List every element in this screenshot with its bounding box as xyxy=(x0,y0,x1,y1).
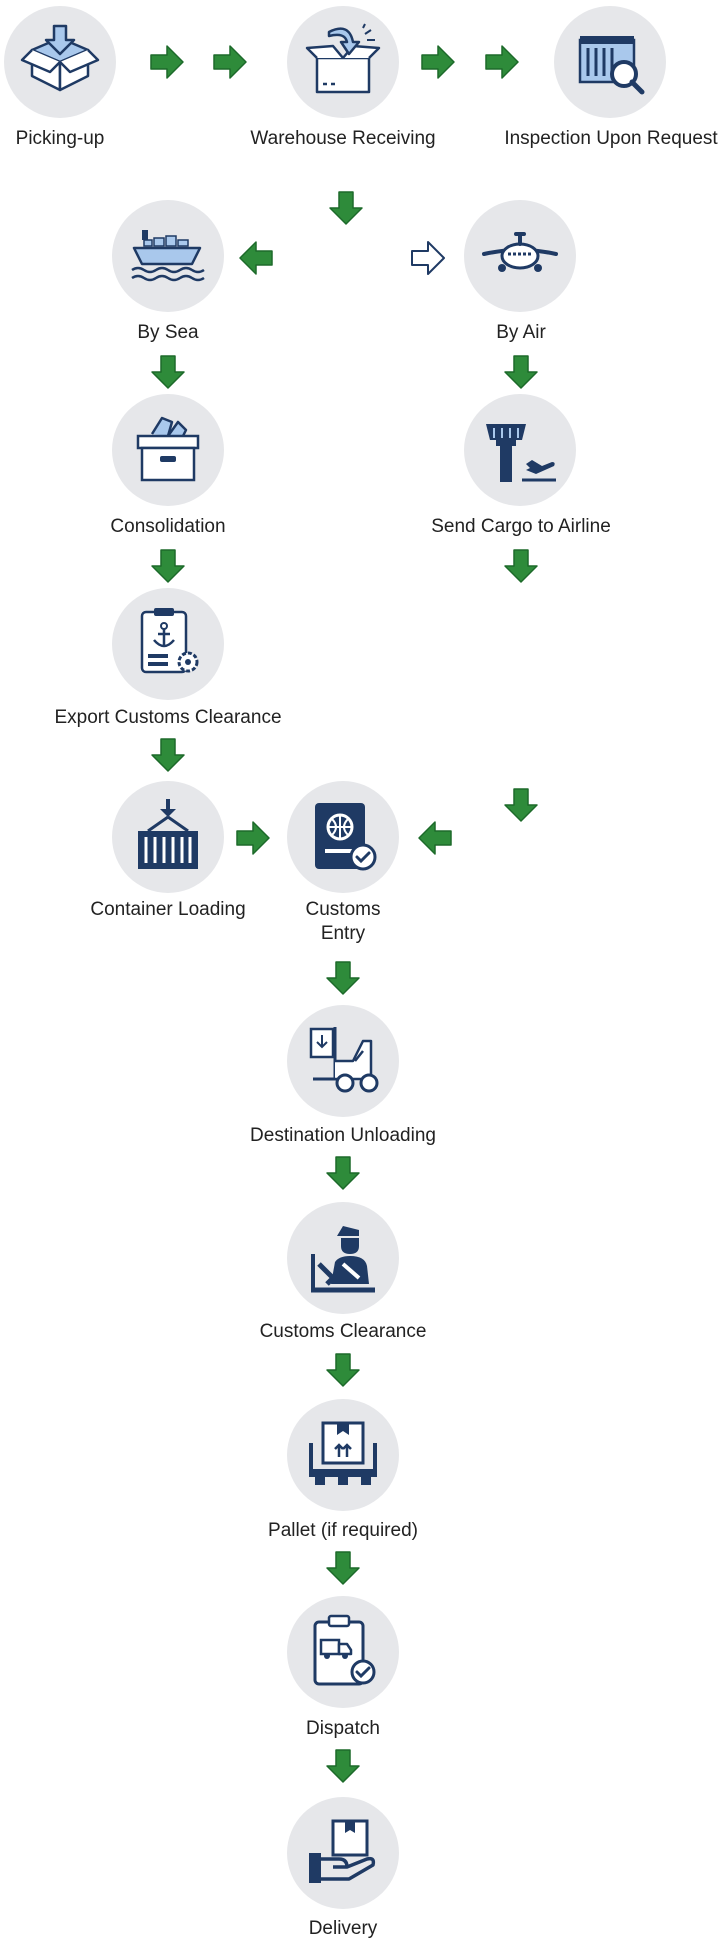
arrow-down xyxy=(148,352,188,392)
arrow-down xyxy=(323,958,363,998)
arrow-down xyxy=(148,735,188,775)
arrow-down xyxy=(323,1153,363,1193)
node-label-send-cargo: Send Cargo to Airline xyxy=(431,516,611,537)
hand-package-icon xyxy=(309,1819,376,1883)
node-export-customs xyxy=(112,588,224,700)
arrow-down xyxy=(501,546,541,586)
node-label-pallet: Pallet (if required) xyxy=(268,1520,418,1541)
node-picking-up xyxy=(4,6,116,118)
node-consolidation xyxy=(112,394,224,506)
node-label-consolidation: Consolidation xyxy=(110,516,226,537)
node-send-cargo xyxy=(464,394,576,506)
arrow-right xyxy=(418,42,458,82)
node-label-warehouse-receiving: Warehouse Receiving xyxy=(250,128,436,149)
node-label-picking-up: Picking-up xyxy=(15,128,105,149)
passport-check-icon xyxy=(315,803,377,871)
forklift-icon xyxy=(309,1027,379,1093)
node-by-sea xyxy=(112,200,224,312)
node-label-destination-unloading: Destination Unloading xyxy=(250,1125,436,1146)
customs-officer-icon xyxy=(311,1226,375,1293)
arrow-down xyxy=(501,352,541,392)
arrow-right xyxy=(233,818,273,858)
node-container-loading xyxy=(112,781,224,893)
cargo-ship-icon xyxy=(131,230,205,282)
crane-container-icon xyxy=(138,799,198,869)
arrow-down xyxy=(323,1350,363,1390)
arrow-right-outline xyxy=(408,238,448,278)
node-label-container-loading: Container Loading xyxy=(90,899,246,920)
arrow-down xyxy=(501,785,541,825)
clipboard-truck-icon xyxy=(313,1614,376,1686)
arrow-right xyxy=(482,42,522,82)
box-receiving-icon xyxy=(305,23,381,94)
node-label-customs-entry-line1: Customs xyxy=(305,899,381,920)
node-pallet xyxy=(287,1399,399,1511)
storage-box-icon xyxy=(136,416,200,482)
arrow-down xyxy=(323,1746,363,1786)
open-box-download-icon xyxy=(20,24,100,92)
arrow-left xyxy=(236,238,276,278)
arrow-down xyxy=(326,188,366,228)
anchor-document-icon xyxy=(140,608,199,674)
pallet-box-icon xyxy=(309,1421,377,1485)
node-label-dispatch: Dispatch xyxy=(306,1718,380,1739)
control-tower-icon xyxy=(486,424,556,482)
node-warehouse-receiving xyxy=(287,6,399,118)
airplane-icon xyxy=(482,232,558,272)
node-by-air xyxy=(464,200,576,312)
container-inspection-icon xyxy=(578,36,645,95)
node-label-delivery: Delivery xyxy=(308,1918,378,1939)
node-label-by-air: By Air xyxy=(496,322,546,343)
arrow-right xyxy=(210,42,250,82)
arrow-down xyxy=(323,1548,363,1588)
node-label-inspection: Inspection Upon Request xyxy=(504,128,718,149)
node-customs-entry xyxy=(287,781,399,893)
node-label-by-sea: By Sea xyxy=(137,322,199,343)
node-label-customs-entry-line2: Entry xyxy=(320,923,366,944)
arrow-right xyxy=(147,42,187,82)
arrow-down xyxy=(148,546,188,586)
node-dispatch xyxy=(287,1596,399,1708)
node-delivery xyxy=(287,1797,399,1909)
node-label-export-customs: Export Customs Clearance xyxy=(54,707,282,728)
node-label-customs-clearance: Customs Clearance xyxy=(259,1321,427,1342)
node-inspection xyxy=(554,6,666,118)
node-customs-clearance xyxy=(287,1202,399,1314)
arrow-left xyxy=(415,818,455,858)
node-destination-unloading xyxy=(287,1005,399,1117)
